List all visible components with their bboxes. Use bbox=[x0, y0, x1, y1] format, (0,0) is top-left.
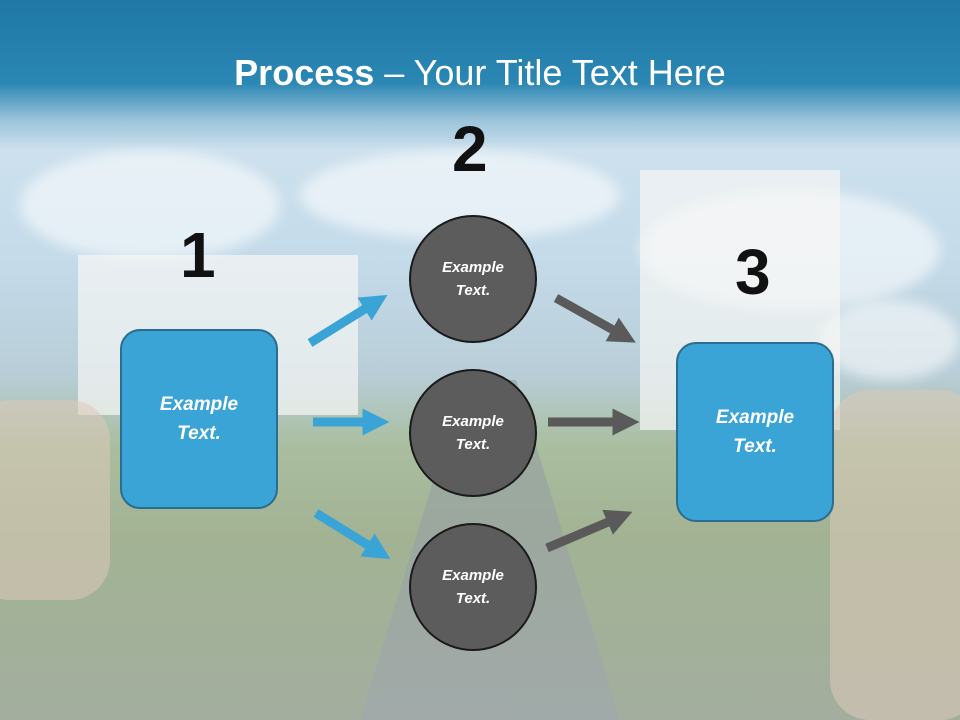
circle-text-line1: Example bbox=[442, 413, 504, 430]
arrow-blue-up bbox=[307, 294, 388, 347]
step-3-text-line2: Text. bbox=[733, 436, 777, 457]
arrow-blue-down bbox=[313, 509, 391, 560]
title-rest: – Your Title Text Here bbox=[374, 52, 726, 93]
arrow-gray-up bbox=[545, 509, 633, 553]
step-1-text-line1: Example bbox=[159, 394, 239, 415]
circle-text-line2: Text. bbox=[455, 282, 491, 299]
hand-left bbox=[0, 400, 110, 600]
cloud bbox=[820, 300, 960, 380]
title-bar bbox=[0, 0, 960, 150]
step-number-1: 1 bbox=[180, 219, 216, 291]
title-bold: Process bbox=[234, 52, 375, 93]
circle-text-line2: Text. bbox=[455, 436, 491, 453]
step-number-3: 3 bbox=[735, 236, 771, 308]
circle-text-line2: Text. bbox=[455, 590, 491, 607]
cloud bbox=[20, 150, 280, 260]
slide-title: Process – Your Title Text Here bbox=[0, 52, 960, 94]
arrow-gray-down bbox=[553, 294, 636, 343]
circle-text-line1: Example bbox=[442, 567, 504, 584]
hand-right bbox=[830, 390, 960, 720]
circle-text-line1: Example bbox=[442, 259, 504, 276]
step-1-text-line2: Text. bbox=[177, 423, 221, 444]
step-3-text-line1: Example bbox=[715, 407, 795, 428]
step-number-2: 2 bbox=[452, 113, 488, 185]
